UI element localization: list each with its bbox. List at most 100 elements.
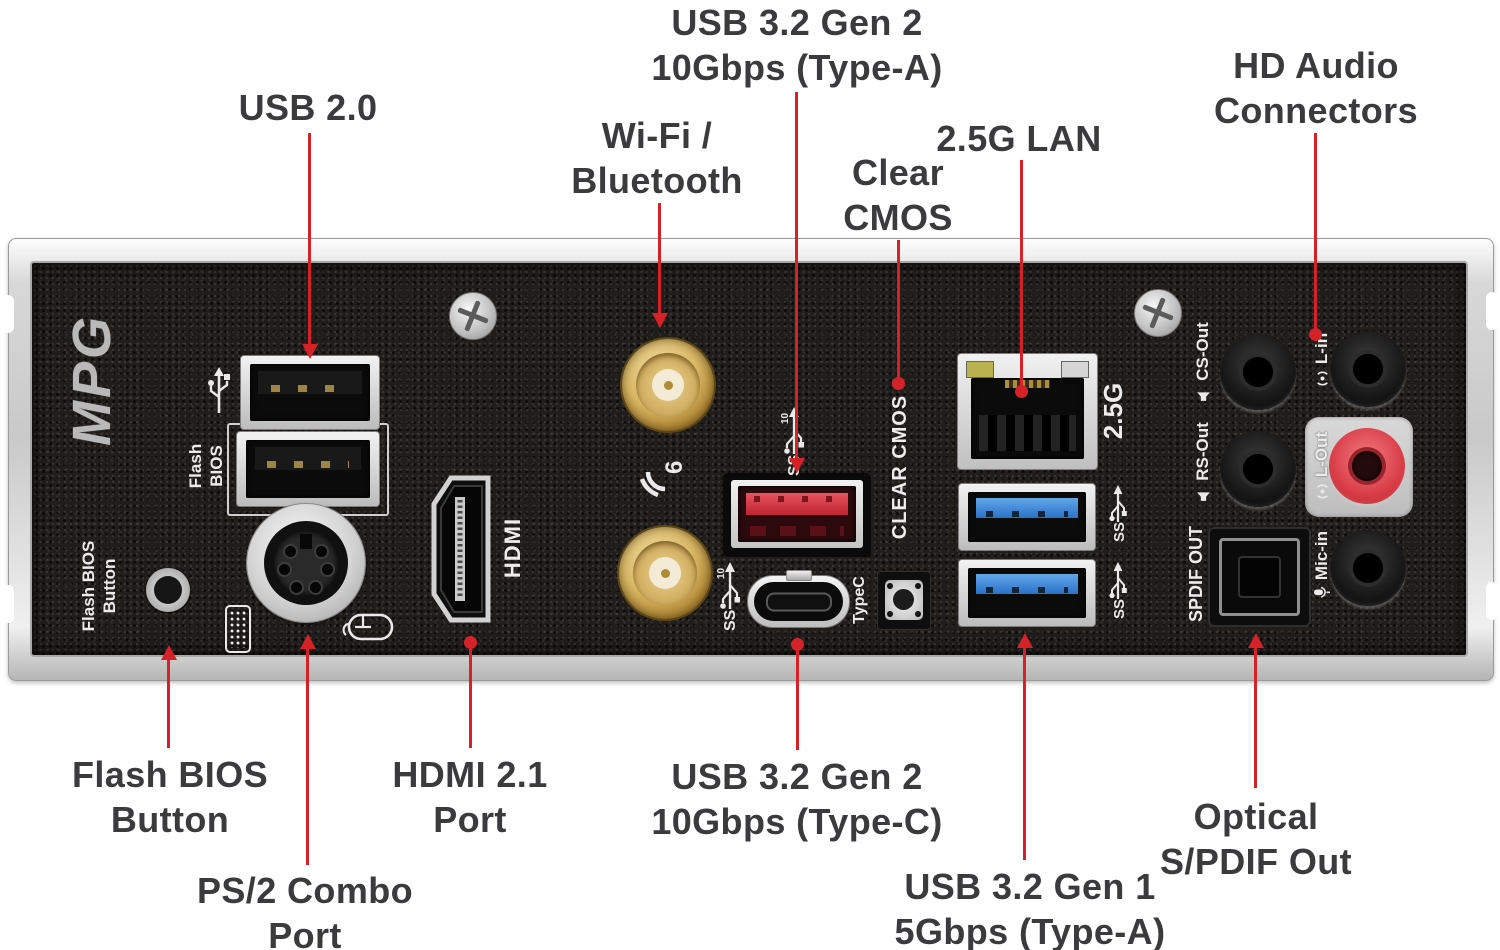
callout-dot: [1015, 385, 1028, 398]
lan-pin-comb: [979, 415, 1076, 451]
callout-arrow: [302, 344, 318, 359]
callout-ps2-combo: PS/2 Combo Port: [196, 870, 414, 950]
svg-text:10: 10: [780, 412, 791, 424]
clear-cmos-button: [877, 571, 931, 630]
plate-notch: [1486, 582, 1498, 620]
ss-usb-icon: SS: [1106, 484, 1130, 542]
callout-arrow: [1017, 633, 1033, 648]
callout-line: [795, 92, 798, 460]
flash-bios-button: [146, 568, 190, 612]
callout-dot: [892, 377, 905, 390]
speaker-icon: [1196, 492, 1210, 501]
usb-tongue: [258, 370, 362, 394]
callout-arrow: [652, 313, 668, 328]
usb2-port-flash-bios: [236, 431, 380, 507]
callout-line: [1020, 160, 1023, 388]
hdmi-port: [431, 475, 491, 623]
callout-arrow: [1248, 633, 1264, 648]
svg-text:10: 10: [716, 567, 727, 579]
typec-clip: [786, 570, 812, 581]
callout-dot: [1309, 328, 1322, 341]
callout-line: [1254, 646, 1257, 788]
flash-bios-port-label: Flash BIOS: [186, 443, 226, 489]
callout-dot: [464, 636, 477, 649]
svg-text:SS: SS: [1111, 522, 1128, 542]
audio-waves-icon: [1316, 371, 1328, 386]
port-cavity: [246, 440, 370, 498]
callout-line: [469, 646, 472, 748]
flash-bios-button-panel-label: Flash BIOS Button: [79, 540, 119, 632]
ss10-usb-icon: SS 10: [716, 561, 742, 631]
svg-text:SS: SS: [722, 609, 739, 631]
svg-text:6: 6: [661, 461, 688, 474]
spdif-optical-port: [1208, 527, 1311, 627]
port-cavity: [738, 486, 856, 542]
port-cavity: [968, 568, 1086, 618]
callout-line: [306, 647, 309, 865]
keyboard-icon: [225, 605, 251, 653]
usb-trident-icon: [208, 367, 230, 413]
usb2-port-1: [240, 355, 380, 430]
mic-icon: [1314, 586, 1330, 598]
audio-jack-mic-in: [1330, 530, 1406, 606]
usb32-gen2-typea-port-outer: [723, 473, 871, 557]
callout-usb32-gen2-typec: USB 3.2 Gen 2 10Gbps (Type-C): [651, 756, 943, 842]
l-out-label: L-Out: [1312, 416, 1332, 516]
callout-usb-2-0: USB 2.0: [238, 87, 378, 128]
callout-hdmi-21: HDMI 2.1 Port: [392, 754, 548, 840]
usb-typec-port: [747, 575, 850, 628]
audio-waves-icon: [1316, 484, 1328, 499]
usb-tongue: [976, 574, 1078, 594]
wifi-antenna-connector-top: [622, 339, 714, 431]
mic-in-label: Mic-in: [1312, 515, 1332, 615]
callout-arrow: [161, 645, 177, 660]
lan-led-left: [966, 361, 994, 378]
mpg-logo: MPG: [62, 314, 122, 447]
usb32-gen1-port-1: [958, 483, 1096, 551]
plate-notch: [1486, 292, 1498, 330]
ss-usb-icon: SS: [1106, 561, 1130, 619]
spdif-out-label: SPDIF OUT: [1185, 526, 1206, 623]
callout-line: [1314, 133, 1317, 331]
ps2-combo-port: [247, 504, 365, 622]
callout-usb32-gen1-typea: USB 3.2 Gen 1 5Gbps (Type-A): [894, 866, 1166, 950]
callout-wifi-bluetooth: Wi-Fi / Bluetooth: [571, 115, 743, 201]
callout-arrow: [300, 634, 316, 649]
hdmi-panel-label: HDMI: [500, 517, 525, 579]
audio-jack-cs-out: [1220, 334, 1296, 410]
usb-tongue: [746, 492, 848, 516]
clear-cmos-panel-label: CLEAR CMOS: [888, 394, 911, 540]
callout-line: [167, 658, 170, 748]
svg-text:SS: SS: [1111, 599, 1128, 619]
typec-panel-label: TypeC: [851, 576, 868, 624]
lan-port: [957, 353, 1098, 470]
callout-hd-audio: HD Audio Connectors: [1213, 45, 1419, 131]
usb-bezel: [731, 480, 863, 548]
plate-notch: [2, 295, 14, 333]
wifi6-icon: 6: [639, 461, 688, 498]
lan-led-right: [1061, 361, 1089, 378]
usb-contacts: [749, 526, 845, 536]
ps2-key-slot: [300, 534, 312, 549]
rs-out-label: RS-Out: [1193, 407, 1213, 517]
plate-notch: [2, 585, 14, 623]
callout-clear-cmos: Clear CMOS: [843, 152, 953, 238]
wifi-antenna-connector-bottom: [619, 527, 711, 619]
typec-slot: [765, 592, 832, 611]
audio-jack-rs-out: [1220, 431, 1296, 507]
usb32-gen1-port-2: [958, 559, 1096, 627]
lan-contacts: [1004, 380, 1051, 388]
callout-arrow: [789, 458, 805, 473]
callout-usb32-gen2-typea: USB 3.2 Gen 2 10Gbps (Type-A): [651, 2, 943, 88]
audio-jack-l-out: [1329, 428, 1405, 504]
callout-flash-bios-button: Flash BIOS Button: [71, 754, 269, 840]
callout-optical-spdif: Optical S/PDIF Out: [1160, 796, 1352, 882]
callout-dot: [791, 638, 804, 651]
callout-line: [796, 648, 799, 750]
mouse-icon: [342, 613, 394, 641]
cs-out-label: CS-Out: [1193, 307, 1213, 417]
screw-icon: [449, 292, 497, 340]
lan-speed-panel-label: 2.5G: [1097, 382, 1128, 440]
port-cavity: [968, 492, 1086, 542]
